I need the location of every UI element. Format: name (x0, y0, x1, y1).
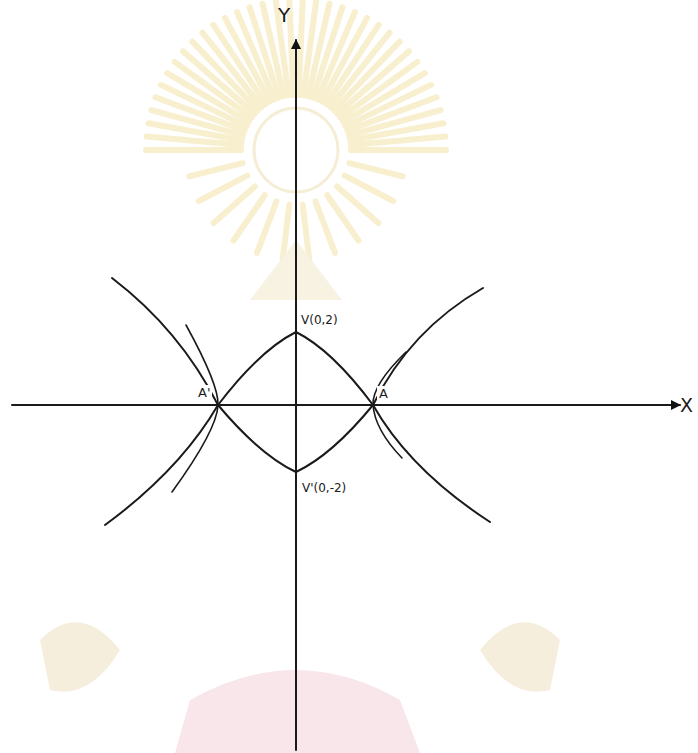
watermark-ray (189, 163, 242, 176)
watermark-ray (351, 137, 446, 146)
point-label: A (377, 386, 390, 401)
watermark-ray (199, 176, 248, 202)
watermark-ray (257, 201, 277, 252)
x-axis (12, 404, 680, 406)
curve (112, 278, 483, 472)
watermark-ray (327, 195, 358, 240)
watermark-ray (349, 163, 402, 176)
point-label: V(0,2) (299, 313, 340, 327)
point-label: A' (196, 385, 212, 400)
axis-label: Y (276, 4, 292, 26)
watermark-ray (351, 147, 446, 153)
watermark-ray (316, 201, 336, 252)
curve (373, 352, 406, 458)
watermark-ray (186, 147, 241, 153)
axis-label: X (678, 395, 695, 416)
watermark-ray (298, 0, 302, 95)
curve (172, 325, 218, 492)
point-label: V'(0,-2) (300, 481, 348, 495)
y-axis (295, 40, 297, 750)
curve (105, 332, 490, 525)
watermark-ray (351, 147, 406, 153)
watermark-ray (146, 147, 241, 153)
